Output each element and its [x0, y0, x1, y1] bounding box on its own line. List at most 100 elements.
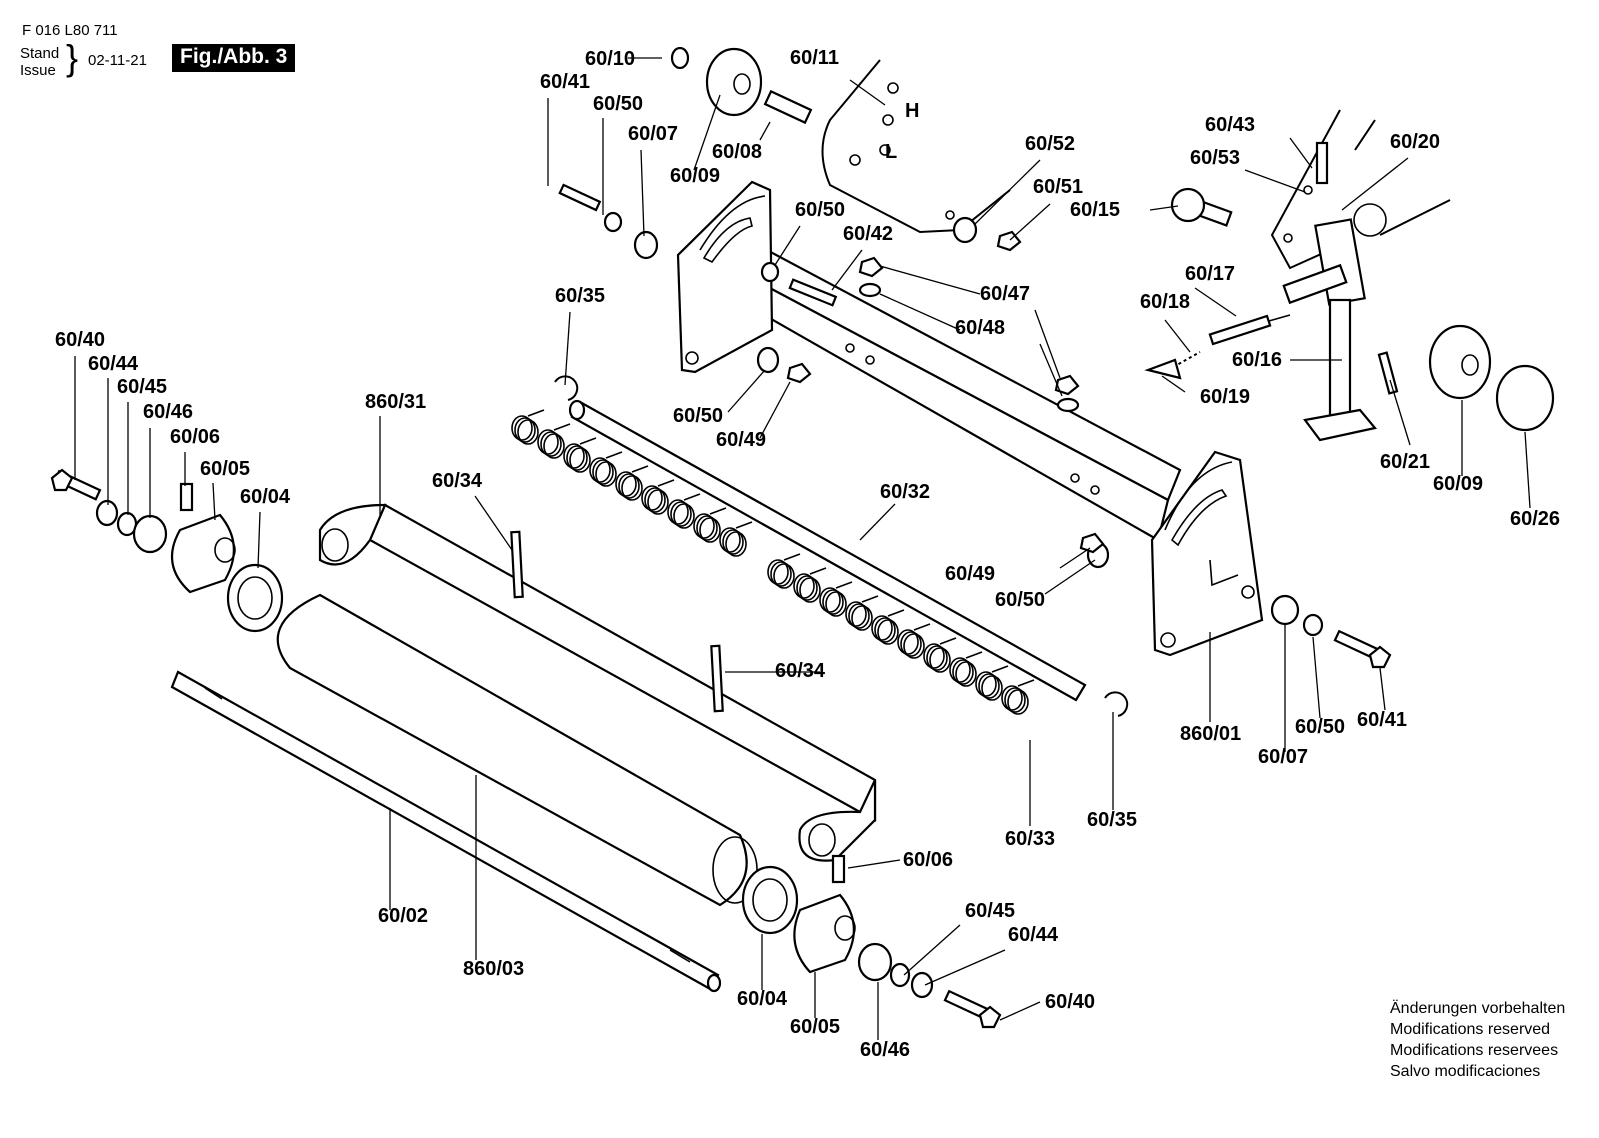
leader-line [1039, 343, 1063, 397]
leader-line [257, 511, 261, 569]
spring-coil [851, 605, 873, 631]
top-small-parts [554, 46, 1080, 413]
knob-parts [1428, 324, 1555, 432]
leader-line [1312, 636, 1321, 719]
spring-coil [900, 631, 922, 657]
label-60-51: 60/51 [1033, 176, 1083, 198]
spring-coil [1001, 685, 1023, 711]
label-60-44: 60/44 [88, 353, 139, 375]
label-60-19: 60/19 [1200, 386, 1250, 408]
label-60-34: 60/34 [775, 660, 826, 682]
issue-label: Issue [20, 62, 56, 79]
label-60-53: 60/53 [1190, 147, 1240, 169]
spring-tail [657, 479, 675, 487]
label-60-46: 60/46 [860, 1039, 910, 1061]
spring-coil [799, 577, 821, 603]
spring-tail [631, 465, 649, 473]
part-number-labels: 60/10 60/41 60/50 60/07 60/09 60/08 60/1… [55, 47, 1560, 1061]
spring-tail [1017, 679, 1035, 687]
right-side-plate [1150, 450, 1264, 657]
label-60-50: 60/50 [995, 589, 1045, 611]
spring-coil [981, 675, 1003, 701]
label-60-40: 60/40 [55, 329, 105, 351]
notice-line-fr: Modifications reservees [1390, 1042, 1559, 1059]
label-60-40: 60/40 [1045, 991, 1095, 1013]
spring-tail [735, 521, 753, 529]
spring-coil [871, 615, 893, 641]
label-60-20: 60/20 [1390, 131, 1440, 153]
rod [568, 399, 1087, 702]
label-60-35: 60/35 [1087, 809, 1137, 831]
label-60-46: 60/46 [143, 401, 193, 423]
leader-lines [74, 57, 1531, 1040]
label-60-45: 60/45 [965, 900, 1015, 922]
leader-line [693, 94, 721, 171]
label-60-10: 60/10 [585, 48, 635, 70]
roller [276, 593, 758, 907]
leader-line [1289, 137, 1313, 169]
spring-coil [621, 475, 643, 501]
spring-coil [978, 673, 1000, 699]
label-60-09: 60/09 [670, 165, 720, 187]
spring-coil [897, 629, 919, 655]
right-end-parts [741, 532, 1392, 1029]
leader-line [849, 79, 886, 106]
label-60-33: 60/33 [1005, 828, 1055, 850]
issue-date: 02-11-21 [88, 52, 147, 69]
spring-coil [767, 559, 789, 585]
label-60-45: 60/45 [117, 376, 167, 398]
label-60-06: 60/06 [903, 849, 953, 871]
spring-coil [696, 515, 718, 541]
spring-coil [877, 619, 899, 645]
label-60-05: 60/05 [200, 458, 250, 480]
label-60-49: 60/49 [945, 563, 995, 585]
spring-coil [699, 517, 721, 543]
spring-coil [923, 643, 945, 669]
leader-line [1044, 559, 1096, 595]
label-60-04: 60/04 [737, 988, 788, 1010]
svg-text:H: H [905, 100, 919, 122]
spring-coil [673, 503, 695, 529]
label-60-44: 60/44 [1008, 924, 1059, 946]
label-60-26: 60/26 [1510, 508, 1560, 530]
leader-line [1034, 309, 1061, 379]
leader-line [879, 265, 981, 295]
label-60-02: 60/02 [378, 905, 428, 927]
leader-line [1389, 379, 1411, 446]
leader-line [212, 482, 216, 521]
spring-coil [543, 433, 565, 459]
spring-coil [693, 513, 715, 539]
notice-line-es: Salvo modificaciones [1390, 1063, 1541, 1080]
spring-coil [796, 575, 818, 601]
leader-line [859, 503, 896, 541]
label-60-09: 60/09 [1433, 473, 1483, 495]
spring-coil [595, 461, 617, 487]
leader-line [1164, 319, 1191, 353]
spring-coil [952, 659, 974, 685]
leader-line [999, 1001, 1041, 1021]
spring-coil [1007, 689, 1029, 715]
label-60-41: 60/41 [540, 71, 590, 93]
leader-line [903, 924, 961, 976]
spring-coil [926, 645, 948, 671]
spring-coil [719, 527, 741, 553]
spring-tail [683, 493, 701, 501]
spring-coil [667, 499, 689, 525]
spring-coil [725, 531, 747, 557]
spring-tail [527, 409, 545, 417]
label-60-52: 60/52 [1025, 133, 1075, 155]
spring-coil [793, 573, 815, 599]
leader-line [1379, 667, 1386, 711]
leader-line [1194, 287, 1237, 317]
notice-line-en: Modifications reserved [1390, 1021, 1551, 1038]
brace-symbol: } [66, 37, 79, 78]
svg-text:L: L [885, 141, 897, 163]
document-number: F 016 L80 711 [22, 22, 118, 39]
springs [511, 409, 1035, 715]
spring-tail [861, 595, 879, 603]
spring-coil [874, 617, 896, 643]
spring-tail [913, 623, 931, 631]
spring-coil [592, 459, 614, 485]
leader-line [1059, 547, 1091, 569]
label-860-01: 860/01 [1180, 723, 1241, 745]
